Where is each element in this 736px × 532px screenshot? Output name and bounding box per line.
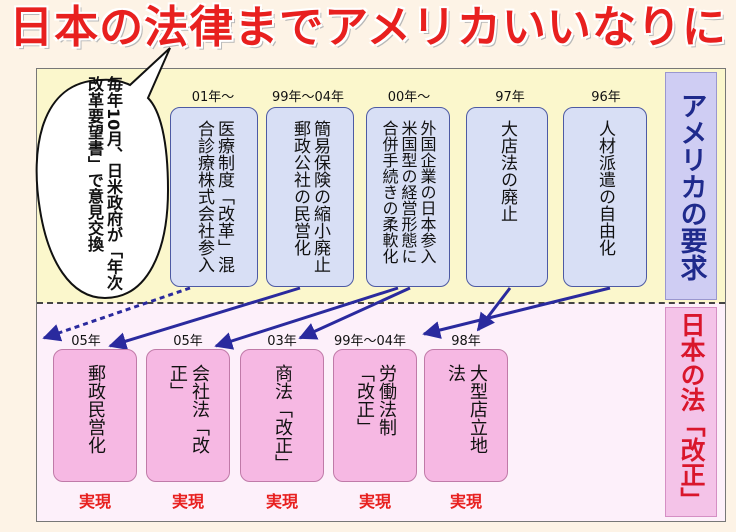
bubble-text: 毎年10月、日米政府が「年次改革要望書」で意見交換 [85,76,123,291]
side-label-law: 日本の法「改正」 [665,307,717,517]
law-year: 05年 [71,334,101,349]
demand-box: 人材派遣の自由化 [563,107,647,287]
law-box: 商法「改正」 [240,349,324,482]
law-box: 大型店立地法 [424,349,508,482]
status-label: 実現 [449,492,482,511]
status-label: 実現 [171,492,204,511]
law-box: 労働法制「改正」 [333,349,417,482]
status-label: 実現 [265,492,298,511]
status-label: 実現 [358,492,391,511]
arrow-corp-1 [214,286,399,350]
speech-bubble [35,47,171,300]
demand-box: 簡易保険の縮小廃止郵政公社の民営化 [266,107,354,287]
demand-year: 01年～ [191,90,235,105]
demand-year: 96年 [591,90,621,105]
demand-year: 97年 [495,90,525,105]
divider-line [37,302,725,304]
side-label-demand: アメリカの要求 [665,72,717,300]
demand-box: 外国企業の日本参入米国型の経営形態に合併手続きの柔軟化 [366,107,450,287]
law-year: 99年～04年 [333,334,407,349]
law-box: 郵政民営化 [53,349,137,482]
demand-year: 00年～ [387,90,431,105]
diagram-frame [36,68,726,522]
law-year: 03年 [267,334,297,349]
arrow-postal [108,286,301,350]
law-box: 会社法「改正」 [146,349,230,482]
page-title: 日本の法律までアメリカいいなりに [9,2,727,53]
arrow-daiten [476,287,512,332]
demand-year: 99年～04年 [271,90,345,105]
arrow-medical [42,286,191,342]
demand-box: 大店法の廃止 [466,107,548,287]
arrow-corp-2 [298,286,411,340]
demand-box: 医療制度「改革」混合診療株式会社参入 [170,107,258,287]
arrow-haken [422,286,611,339]
status-label: 実現 [78,492,111,511]
law-year: 98年 [451,334,481,349]
law-year: 05年 [173,334,203,349]
